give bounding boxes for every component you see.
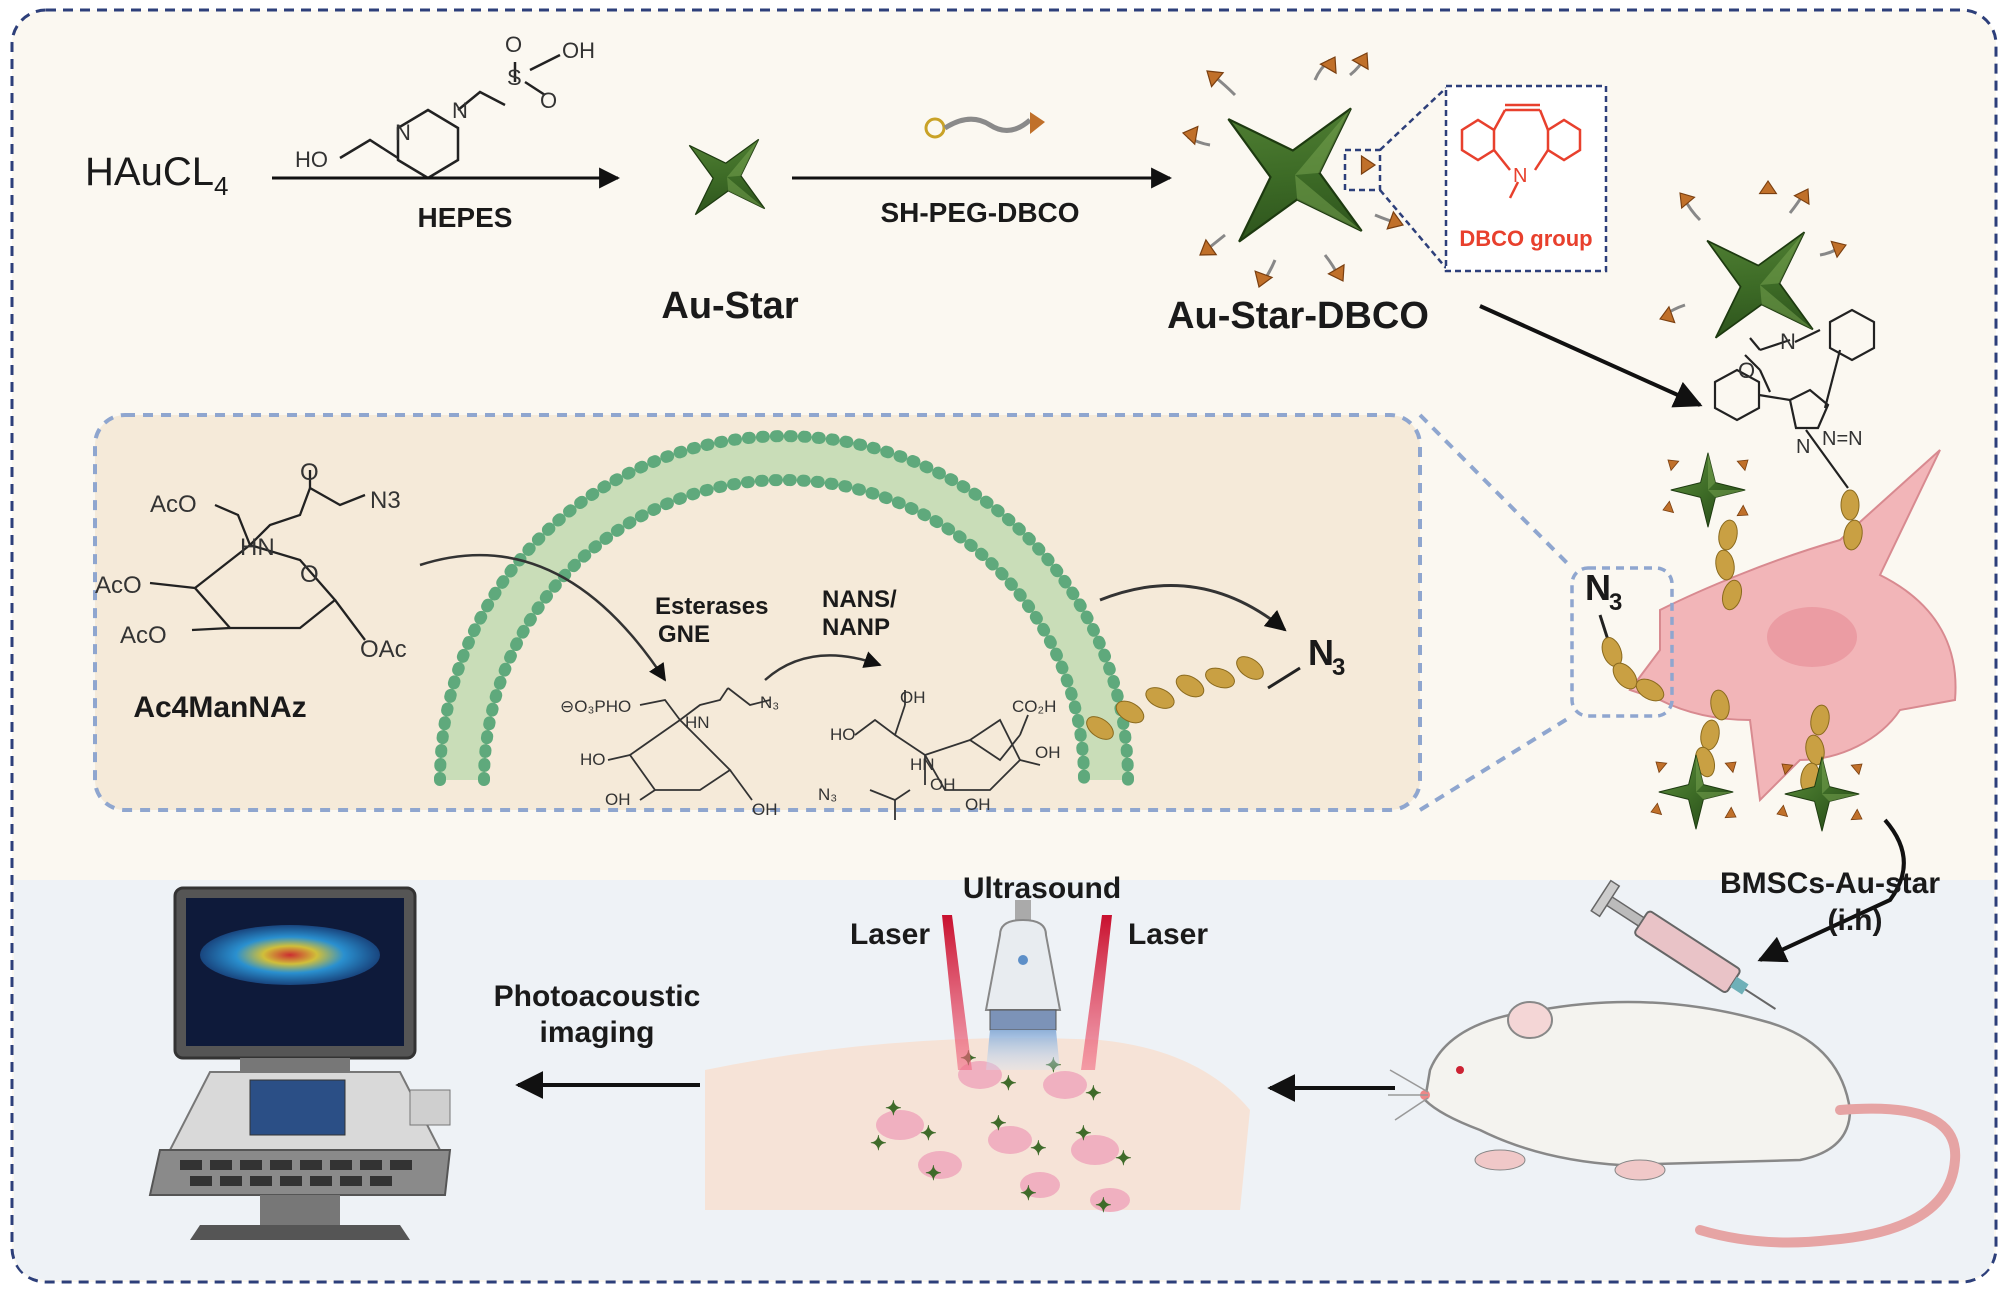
hepes-s: S: [507, 65, 522, 90]
svg-text:✦: ✦: [1095, 1195, 1112, 1217]
zoom-box: [1343, 148, 1382, 192]
pa-label-2: imaging: [539, 1016, 654, 1049]
surface-n3: N: [1308, 632, 1334, 673]
ultrasound-probe-icon: [984, 900, 1062, 1070]
azide-label: N3: [370, 487, 401, 514]
svg-text:✦: ✦: [1020, 1183, 1037, 1205]
product2-label: Au-Star-DBCO: [1167, 295, 1429, 337]
carbonyl-o: O: [300, 459, 319, 486]
intermediate-oh1: OH: [605, 790, 631, 809]
laser-left-beam: [942, 915, 972, 1070]
cell-n3-sub: 3: [1609, 589, 1622, 616]
click-product: [1656, 180, 1859, 384]
ring-o: O: [300, 561, 319, 588]
laser-right-label: Laser: [1128, 918, 1208, 951]
triazole-structure: [1713, 308, 1876, 489]
svg-text:✦: ✦: [1115, 1148, 1132, 1170]
sugar-label: Ac4ManNAz: [133, 691, 306, 724]
laser-right-beam: [1081, 915, 1112, 1070]
pa-label-1: Photoacoustic: [494, 980, 701, 1013]
sialic-oh3: OH: [930, 775, 956, 794]
injection-label-2: (i.h): [1828, 904, 1883, 937]
arrow-uptake: [419, 553, 667, 682]
oac: OAc: [360, 636, 407, 663]
pa-imaging-machine-icon: [148, 886, 452, 1240]
cell-glycans: [1597, 489, 1865, 795]
aco-1: AcO: [150, 491, 197, 518]
product1-label: Au-Star: [661, 285, 798, 327]
hepes-ho: HO: [295, 147, 328, 172]
triazole-nn: N=N: [1822, 428, 1863, 450]
syringe-icon: [1590, 879, 1777, 1010]
cell-membrane: [434, 430, 1134, 786]
cell-zoom-box: [1570, 566, 1674, 718]
triazole-n: N: [1796, 436, 1810, 458]
dbco-label: DBCO group: [1459, 226, 1592, 251]
click-n: N: [1780, 329, 1796, 354]
hepes-o1: O: [505, 32, 522, 57]
sialic-oh4: OH: [965, 795, 991, 814]
dbco-box: [1444, 84, 1608, 273]
svg-text:✦: ✦: [1075, 1123, 1092, 1145]
dbco-structure: [1460, 103, 1582, 199]
sialic-n3: N₃: [818, 785, 837, 804]
linker-icon: [924, 112, 1045, 139]
svg-text:✦: ✦: [920, 1123, 937, 1145]
hepes-o2: O: [540, 88, 557, 113]
aco-2: AcO: [95, 572, 142, 599]
svg-text:✦: ✦: [1030, 1138, 1047, 1160]
intermediate-n3: N₃: [760, 693, 779, 712]
hepes-oh: OH: [562, 38, 595, 63]
arrow-to-cell: [1479, 304, 1703, 408]
sialic-oh1: OH: [900, 688, 926, 707]
laser-left-label: Laser: [850, 918, 930, 951]
tissue-cells: ✦✦✦ ✦✦✦ ✦✦✦ ✦✦✦ ✦✦: [870, 1048, 1132, 1217]
dbco-n: N: [1513, 165, 1527, 187]
bmsc-cell: [1628, 449, 1957, 803]
svg-text:✦: ✦: [1085, 1083, 1102, 1105]
au-star-dbco-icon: [1171, 47, 1419, 299]
svg-text:✦: ✦: [925, 1163, 942, 1185]
svg-text:✦: ✦: [885, 1098, 902, 1120]
svg-text:✦: ✦: [1000, 1073, 1017, 1095]
reactant-label: HAuCL4: [85, 150, 228, 201]
tissue-section: ✦✦✦ ✦✦✦ ✦✦✦ ✦✦✦ ✦✦: [705, 1038, 1250, 1217]
sialic-oh2: OH: [1035, 743, 1061, 762]
arrow-injection: [1757, 818, 1906, 963]
svg-text:✦: ✦: [990, 1113, 1007, 1135]
surface-n3-sub: 3: [1332, 654, 1345, 681]
arrow-nans: [764, 651, 882, 681]
enzyme-nanp: NANP: [822, 614, 890, 641]
hn-label: HN: [240, 534, 275, 561]
hepes-n2: N: [452, 98, 468, 123]
cell-n3: N: [1585, 567, 1611, 608]
hepes-structure: [339, 53, 561, 180]
intermediate-ho: HO: [580, 750, 606, 769]
step2-reagent: SH-PEG-DBCO: [880, 197, 1079, 228]
intermediate-structure: [607, 687, 771, 801]
click-o: O: [1738, 358, 1755, 383]
aco-3: AcO: [120, 622, 167, 649]
phospho-label: ⊖O₃PHO: [560, 697, 631, 716]
arrow-display: [1099, 584, 1287, 632]
intermediate-hn: HN: [685, 713, 710, 732]
svg-text:✦: ✦: [870, 1133, 887, 1155]
ac4mannaz-structure: [149, 470, 366, 641]
step1-reagent: HEPES: [418, 202, 513, 233]
intermediate-oh2: OH: [752, 800, 778, 819]
enzyme-gne: GNE: [658, 621, 710, 648]
sialic-hn: HN: [910, 755, 935, 774]
synthesis-row: HAuCL4 HO N N S O O OH HEPES Au-Star SH-…: [85, 32, 1703, 408]
ultrasound-label: Ultrasound: [963, 872, 1121, 905]
injection-label-1: BMSCs-Au-star: [1720, 867, 1940, 900]
enzyme-nans: NANS/: [822, 586, 897, 613]
sialic-co2h: CO₂H: [1012, 697, 1056, 716]
sialic-structure: [854, 690, 1041, 820]
enzyme-esterases: Esterases: [655, 593, 768, 620]
hepes-n1: N: [395, 120, 411, 145]
sialic-ho: HO: [830, 725, 856, 744]
rat-icon: [1388, 1000, 1961, 1248]
